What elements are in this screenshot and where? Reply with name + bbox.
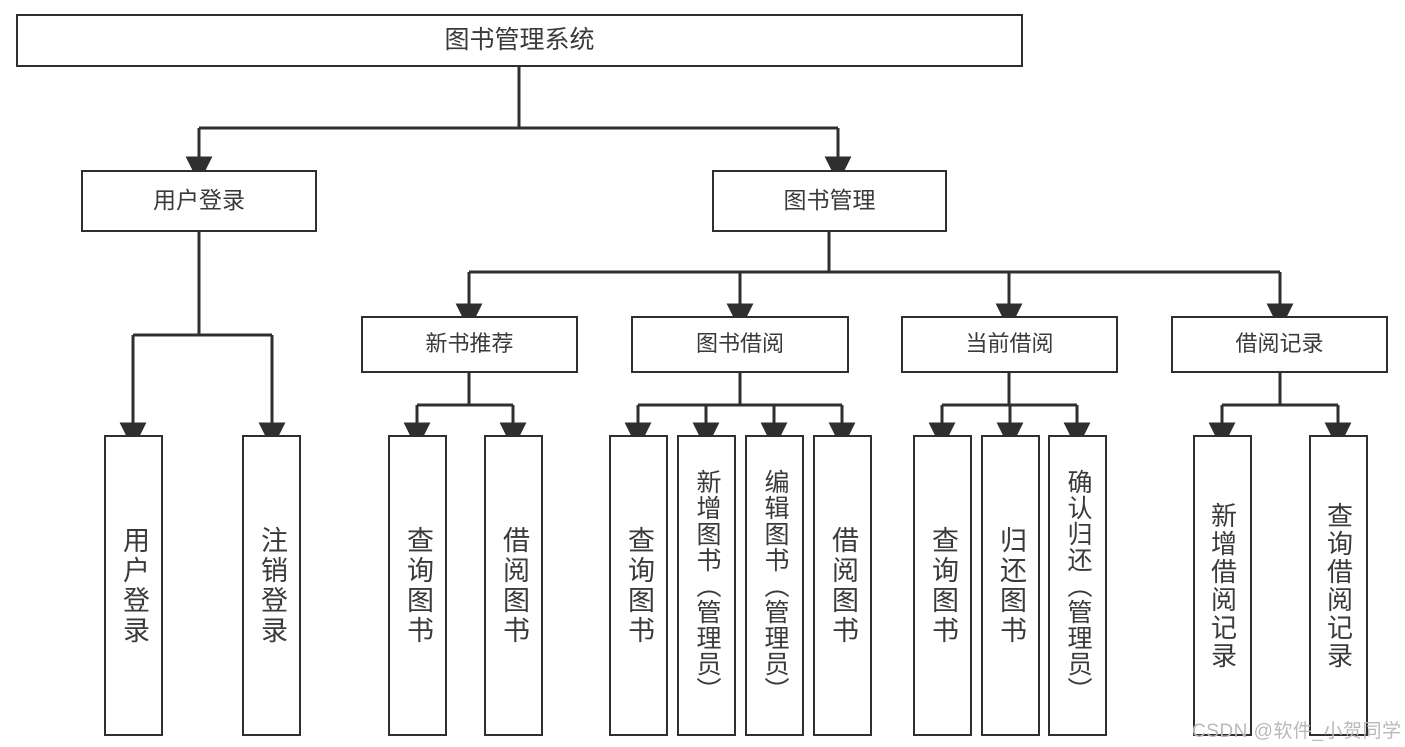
node-leaf-borrow-book-2-label: 借阅图书 <box>828 525 858 646</box>
node-leaf-query-record-label: 查询借阅记录 <box>1323 501 1354 670</box>
node-leaf-query-book-2[interactable]: 查询图书 <box>609 435 668 736</box>
node-leaf-user-login[interactable]: 用户登录 <box>104 435 163 736</box>
node-book-manage[interactable]: 图书管理 <box>712 170 947 232</box>
node-root[interactable]: 图书管理系统 <box>16 14 1023 67</box>
node-leaf-query-book-3-label: 查询图书 <box>928 525 958 646</box>
node-book-borrow-label: 图书借阅 <box>695 331 784 357</box>
node-current-borrow[interactable]: 当前借阅 <box>901 316 1118 373</box>
node-leaf-logout-login-label: 注销登录 <box>257 525 287 646</box>
node-leaf-edit-book-label: 编辑图书（管理员） <box>761 468 789 703</box>
node-root-label: 图书管理系统 <box>444 25 595 54</box>
node-leaf-edit-book[interactable]: 编辑图书（管理员） <box>745 435 804 736</box>
node-borrow-record[interactable]: 借阅记录 <box>1171 316 1388 373</box>
node-leaf-user-login-label: 用户登录 <box>119 525 149 646</box>
node-user-login[interactable]: 用户登录 <box>81 170 317 232</box>
node-leaf-logout-login[interactable]: 注销登录 <box>242 435 301 736</box>
node-leaf-return-book[interactable]: 归还图书 <box>981 435 1040 736</box>
node-leaf-query-book-3[interactable]: 查询图书 <box>913 435 972 736</box>
node-book-manage-label: 图书管理 <box>783 187 876 214</box>
node-leaf-confirm-return-label: 确认归还（管理员） <box>1064 468 1092 703</box>
node-borrow-record-label: 借阅记录 <box>1235 331 1324 357</box>
node-leaf-confirm-return[interactable]: 确认归还（管理员） <box>1048 435 1107 736</box>
node-leaf-query-book-2-label: 查询图书 <box>624 525 654 646</box>
node-leaf-add-book-label: 新增图书（管理员） <box>693 468 721 703</box>
node-leaf-add-record-label: 新增借阅记录 <box>1207 501 1238 670</box>
node-leaf-borrow-book-2[interactable]: 借阅图书 <box>813 435 872 736</box>
node-leaf-query-book-1[interactable]: 查询图书 <box>388 435 447 736</box>
node-leaf-return-book-label: 归还图书 <box>996 525 1026 646</box>
node-leaf-add-record[interactable]: 新增借阅记录 <box>1193 435 1252 736</box>
node-leaf-query-book-1-label: 查询图书 <box>403 525 433 646</box>
node-new-book-recommend[interactable]: 新书推荐 <box>361 316 578 373</box>
node-user-login-label: 用户登录 <box>153 187 245 214</box>
node-book-borrow[interactable]: 图书借阅 <box>631 316 849 373</box>
node-leaf-borrow-book-1-label: 借阅图书 <box>499 525 529 646</box>
node-current-borrow-label: 当前借阅 <box>965 331 1054 357</box>
node-leaf-query-record[interactable]: 查询借阅记录 <box>1309 435 1368 736</box>
node-new-book-recommend-label: 新书推荐 <box>425 331 514 357</box>
node-leaf-borrow-book-1[interactable]: 借阅图书 <box>484 435 543 736</box>
node-leaf-add-book[interactable]: 新增图书（管理员） <box>677 435 736 736</box>
